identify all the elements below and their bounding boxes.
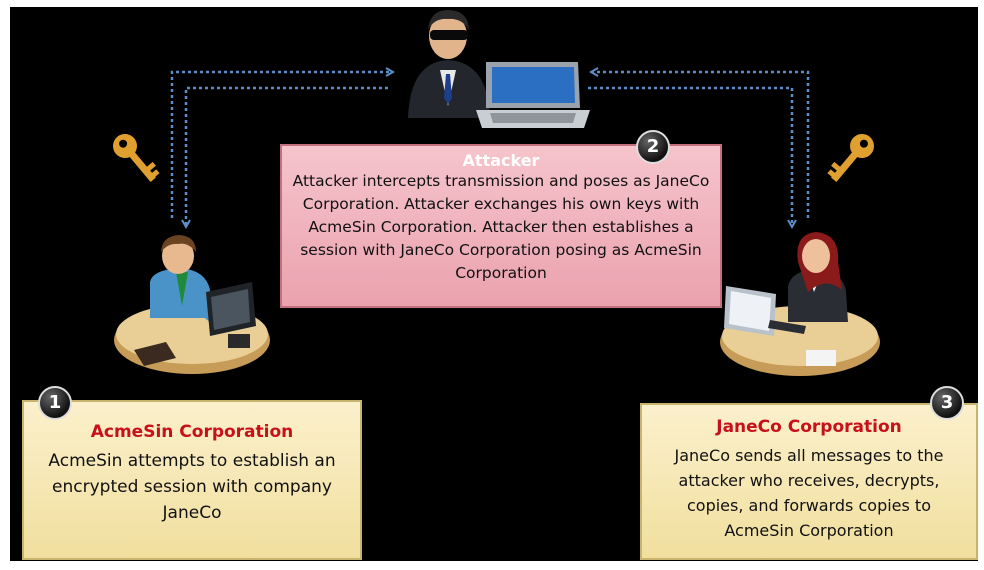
laptop-icon	[476, 62, 590, 128]
link-attacker-to-acmesin	[186, 86, 388, 226]
step-badge-2: 2	[636, 130, 670, 164]
key-icon	[113, 134, 160, 182]
acmesin-description: AcmeSin attempts to establish an encrypt…	[48, 451, 336, 523]
janeco-box: JaneCo Corporation JaneCo sends all mess…	[640, 403, 978, 560]
female-worker-icon	[720, 232, 880, 376]
janeco-description: JaneCo sends all messages to the attacke…	[674, 446, 944, 540]
acmesin-title: AcmeSin Corporation	[90, 422, 294, 442]
attacker-box: Attacker Attacker intercepts transmissio…	[280, 144, 722, 308]
link-janeco-to-attacker	[592, 72, 810, 218]
link-attacker-to-janeco	[588, 86, 792, 226]
step-badge-1: 1	[38, 386, 72, 420]
acmesin-box: AcmeSin Corporation AcmeSin attempts to …	[22, 400, 362, 560]
attacker-description: Attacker intercepts transmission and pos…	[292, 172, 710, 282]
attacker-title: Attacker	[462, 151, 540, 170]
male-worker-icon	[114, 235, 270, 374]
attacker-person-icon	[408, 10, 490, 118]
step-badge-3: 3	[930, 386, 964, 420]
key-icon	[827, 134, 874, 182]
link-acmesin-to-attacker	[170, 72, 392, 218]
janeco-title: JaneCo Corporation	[716, 417, 902, 437]
